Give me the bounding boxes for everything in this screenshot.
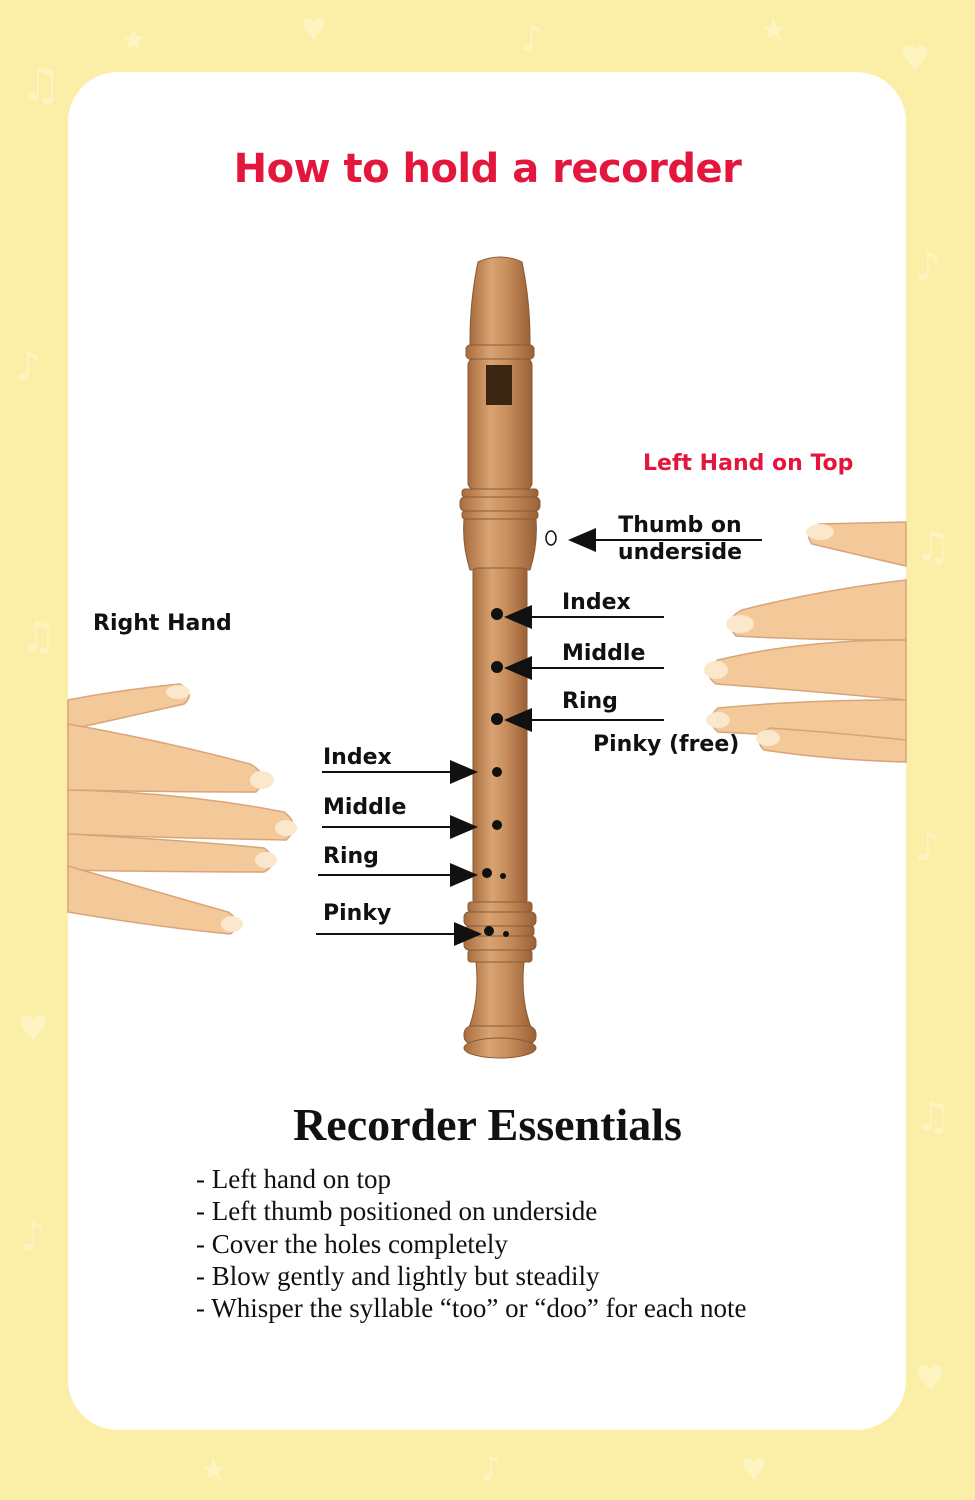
music-note-icon: ♫ [20,614,56,660]
hole-1 [491,608,503,620]
music-note-icon: ♪ [915,244,941,290]
hole-7a [484,926,494,936]
left-ring-label: Ring [562,689,618,714]
music-note-icon: ♪ [480,1449,502,1489]
music-note-icon: ♪ [915,824,941,870]
right-middle-label: Middle [323,795,407,820]
music-note-icon: ♫ [915,524,951,570]
right-index-label: Index [323,745,392,770]
music-note-icon: ♪ [20,1214,46,1260]
list-item: - Cover the holes completely [196,1228,508,1259]
music-note-icon: ♫ [20,57,61,111]
heart-icon: ♥ [300,13,327,48]
left-index-label: Index [562,590,631,615]
heart-icon: ♥ [18,1009,48,1049]
list-item: - Left thumb positioned on underside [196,1196,598,1227]
list-item: - Blow gently and lightly but steadily [196,1260,600,1291]
finger-holes [482,608,509,937]
hole-4 [492,767,502,777]
hole-6b [500,873,506,879]
music-note-icon: ♪ [15,344,41,390]
list-item: - Whisper the syllable “too” or “doo” fo… [196,1293,747,1324]
left-hand-heading: Left Hand on Top [643,451,854,476]
hole-2 [491,661,503,673]
star-icon: ★ [120,23,147,58]
hole-5 [492,820,502,830]
thumb-hole-marker [545,530,557,546]
essentials-list: - Left hand on top - Left thumb position… [196,1163,747,1324]
hole-7b [503,931,509,937]
star-icon: ★ [200,1453,227,1488]
thumb-label-line-1: Thumb on [618,513,742,538]
page-title: How to hold a recorder [233,146,742,192]
left-pinky-label: Pinky (free) [593,732,740,757]
essentials-title: Recorder Essentials [293,1099,682,1150]
star-icon: ★ [760,13,787,48]
hole-3 [491,713,503,725]
left-hand-illustration [704,521,907,763]
list-item: - Left hand on top [196,1164,391,1194]
thumb-label-line-2: underside [617,540,743,565]
recorder-icon [459,256,541,1059]
right-hand-heading: Right Hand [93,611,232,636]
left-middle-label: Middle [562,641,646,666]
right-ring-label: Ring [323,844,379,869]
right-pinky-label: Pinky [323,901,392,926]
thumb-label: Thumb on underside [610,512,750,566]
music-note-icon: ♫ [915,1094,951,1140]
heart-icon: ♥ [915,1359,945,1399]
hole-6a [482,868,492,878]
heart-icon: ♥ [740,1453,767,1488]
music-note-icon: ♪ [520,18,543,59]
right-hand-illustration [67,683,297,935]
heart-icon: ♥ [900,39,930,79]
